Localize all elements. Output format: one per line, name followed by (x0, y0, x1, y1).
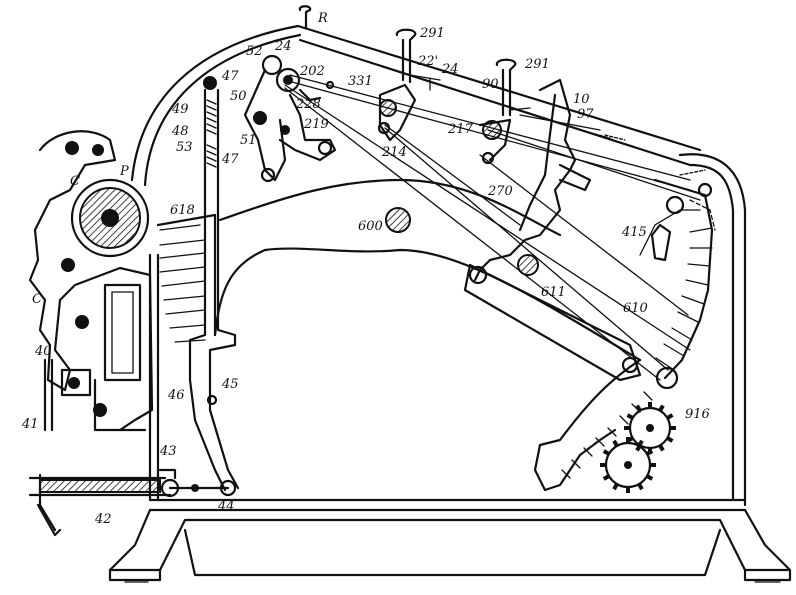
gear-tooth (637, 439, 644, 447)
label-291b: 291 (524, 57, 550, 72)
label-97: 97 (577, 107, 594, 122)
segment-610 (639, 169, 714, 380)
gear-tooth (602, 449, 610, 456)
gear-tooth (637, 483, 644, 491)
pin-circle (92, 144, 104, 156)
label-618: 618 (170, 203, 195, 218)
label-214: 214 (381, 145, 407, 160)
pivot-600 (385, 207, 411, 233)
key-lever-10 (473, 78, 592, 282)
label-916: 916 (685, 407, 710, 422)
gear-tooth (666, 436, 674, 443)
label-49: 49 (171, 102, 189, 117)
label-217: 217 (447, 122, 474, 137)
label-45: 45 (221, 377, 239, 392)
label-415: 415 (621, 225, 647, 240)
gear-tooth (612, 483, 619, 491)
roller-p (70, 178, 150, 258)
hand-lever (28, 358, 172, 537)
bell-crank-214 (377, 83, 512, 165)
left-frame (28, 130, 154, 432)
label-40: 40 (34, 344, 52, 359)
label-53: 53 (176, 140, 193, 155)
label-43: 43 (159, 444, 177, 459)
label-24b: 24 (441, 62, 459, 77)
pin-circle (65, 141, 79, 155)
label-610: 610 (623, 301, 648, 316)
upper-linkage (243, 54, 337, 183)
label-41: 41 (21, 417, 39, 432)
label-202: 202 (299, 64, 325, 79)
main-arm-600 (213, 178, 642, 362)
label-46: 46 (167, 388, 185, 403)
label-C2: C (32, 292, 42, 307)
rack-and-gears (533, 358, 679, 493)
gear-tooth (602, 474, 610, 481)
gear-tooth (612, 439, 619, 447)
gear-tooth (626, 413, 634, 420)
label-228: 228 (295, 97, 321, 112)
label-44: 44 (217, 499, 235, 514)
gear-tooth (658, 404, 665, 412)
link-45 (188, 76, 240, 492)
bottom-link (158, 468, 237, 498)
label-51: 51 (240, 133, 257, 148)
label-48: 48 (171, 124, 189, 139)
label-47b: 47 (221, 152, 239, 167)
label-90: 90 (482, 77, 499, 92)
label-600: 600 (358, 219, 383, 234)
label-52: 52 (246, 44, 263, 59)
label-270: 270 (487, 184, 513, 199)
gear-tooth (666, 413, 674, 420)
gear-tooth (658, 444, 665, 452)
label-22: 22' (417, 54, 438, 69)
label-42: 42 (94, 512, 112, 527)
gear-tooth (646, 474, 654, 481)
label-331: 331 (348, 74, 373, 89)
label-219: 219 (303, 117, 329, 132)
key-stems (298, 5, 626, 141)
label-24a: 24 (274, 39, 292, 54)
label-P: P (119, 164, 129, 179)
gear-tooth (646, 449, 654, 456)
pawl-415 (650, 195, 716, 262)
base (108, 508, 792, 583)
label-50: 50 (230, 89, 247, 104)
arm-611 (463, 254, 642, 382)
label-611: 611 (541, 285, 566, 300)
label-10: 10 (573, 92, 590, 107)
label-R: R (317, 11, 328, 26)
label-C1: C (70, 174, 80, 189)
casing (130, 24, 747, 512)
vertical-plate (148, 253, 160, 502)
label-47a: 47 (221, 69, 239, 84)
label-291a: 291 (419, 26, 445, 41)
gear-tooth (635, 404, 642, 412)
comb-618 (156, 213, 217, 343)
labels: R 291 291 24 24 22' 52 202 331 90 10 97 … (21, 11, 710, 527)
